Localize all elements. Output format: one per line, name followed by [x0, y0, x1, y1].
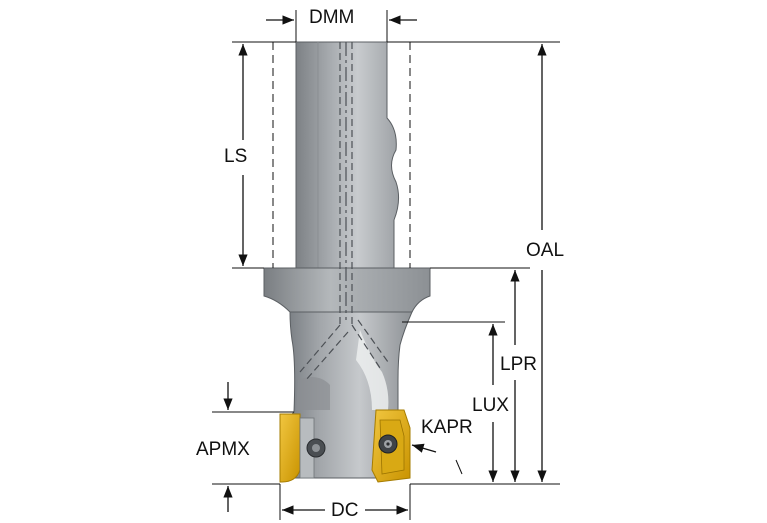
collar: [263, 267, 431, 313]
kapr-label: KAPR: [421, 417, 473, 438]
insert-right: [371, 409, 411, 483]
ls-label: LS: [224, 146, 248, 167]
dc-label: DC: [331, 500, 359, 521]
shank: [295, 41, 400, 269]
extension-lines: [212, 10, 560, 520]
insert-left: [279, 413, 326, 483]
dimension-arrows: [223, 15, 547, 515]
lux-label: LUX: [472, 395, 509, 416]
oal-label: OAL: [526, 240, 565, 261]
dmm-label: DMM: [309, 7, 355, 28]
lpr-label: LPR: [500, 354, 537, 375]
coolant-channels: [299, 42, 389, 381]
apmx-label: APMX: [196, 439, 250, 460]
